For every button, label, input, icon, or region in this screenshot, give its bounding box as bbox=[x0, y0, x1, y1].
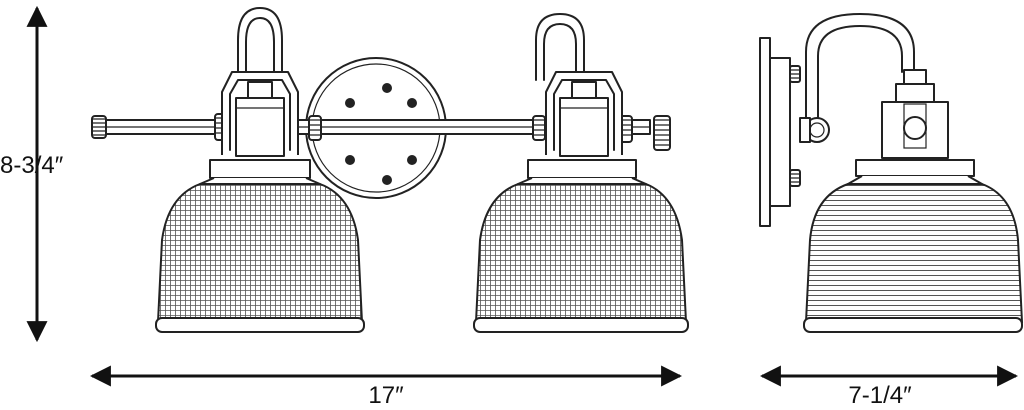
shade-rim bbox=[155, 317, 365, 333]
backplate-hole bbox=[382, 83, 392, 93]
side-shade-collar bbox=[855, 159, 975, 177]
mounting-screw bbox=[789, 169, 801, 187]
lamp-arm bbox=[535, 13, 585, 81]
lamp-socket bbox=[559, 97, 609, 157]
right-lamp bbox=[473, 13, 689, 333]
left-lamp bbox=[155, 7, 365, 333]
front-view bbox=[91, 7, 689, 333]
side-socket bbox=[881, 101, 949, 159]
lamp-arm bbox=[237, 7, 283, 81]
backplate-hole bbox=[345, 155, 355, 165]
width-dimension: 17″ bbox=[89, 365, 683, 409]
side-knob bbox=[799, 117, 830, 143]
backplate-hole bbox=[407, 98, 417, 108]
crossbar-nut bbox=[308, 115, 322, 141]
depth-label: 7-1/4″ bbox=[848, 382, 912, 409]
shade-collar bbox=[209, 159, 311, 179]
side-glass-shade bbox=[804, 183, 1024, 323]
height-dimension: 8-3/4″ bbox=[0, 5, 64, 343]
width-label: 17″ bbox=[368, 382, 404, 409]
shade-collar bbox=[527, 159, 637, 179]
depth-dimension: 7-1/4″ bbox=[759, 365, 1019, 409]
height-label: 8-3/4″ bbox=[0, 152, 64, 179]
side-arm bbox=[805, 13, 915, 119]
backplate-hole bbox=[407, 155, 417, 165]
lamp-socket bbox=[235, 97, 285, 157]
backplate-hole bbox=[345, 98, 355, 108]
backplate-hole bbox=[382, 175, 392, 185]
glass-shade bbox=[156, 183, 364, 323]
wall-plate bbox=[759, 37, 771, 227]
side-socket-knob bbox=[903, 116, 927, 140]
glass-shade bbox=[474, 183, 688, 323]
mounting-screw bbox=[789, 65, 801, 83]
shade-rim bbox=[473, 317, 689, 333]
side-view bbox=[759, 13, 1024, 333]
side-shade-rim bbox=[803, 317, 1023, 333]
